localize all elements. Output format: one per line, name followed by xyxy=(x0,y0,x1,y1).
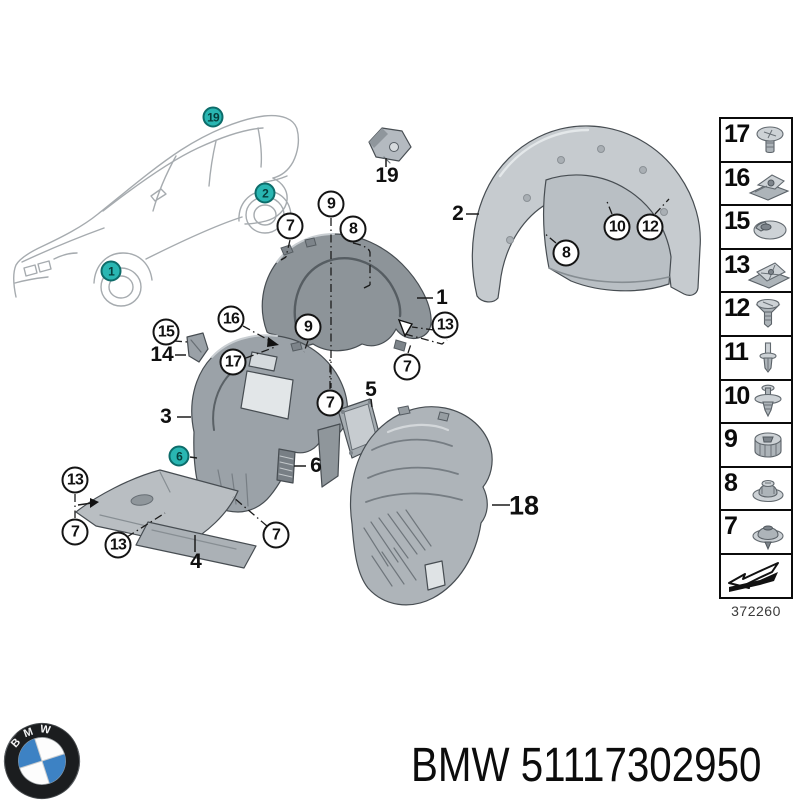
legend-cell-11[interactable]: 11 xyxy=(719,334,793,381)
legend-number: 13 xyxy=(724,250,750,279)
legend-number: 11 xyxy=(724,337,749,366)
expansion-rivet-icon xyxy=(759,342,777,373)
flange-rivet-icon xyxy=(754,384,782,418)
callout-circle-7c[interactable]: 7 xyxy=(316,389,344,417)
legend-number: 15 xyxy=(724,207,750,236)
legend-number: 17 xyxy=(724,120,750,148)
leader-lines xyxy=(74,158,670,552)
part-label-3[interactable]: 3 xyxy=(160,405,172,428)
callout-circle-1[interactable]: 1 xyxy=(100,260,122,282)
barrel-grommet-nut-icon xyxy=(754,432,782,458)
countersunk-screw-icon xyxy=(755,298,781,328)
callout-circle-13b[interactable]: 13 xyxy=(61,466,89,494)
plastic-nut-washer-icon xyxy=(752,480,784,503)
callout-circle-2[interactable]: 2 xyxy=(254,182,276,204)
part-14-bracket xyxy=(186,332,209,363)
callout-circle-6[interactable]: 6 xyxy=(168,445,190,467)
callout-circle-13c[interactable]: 13 xyxy=(104,531,132,559)
callout-circle-17[interactable]: 17 xyxy=(219,348,247,376)
callout-circle-13a[interactable]: 13 xyxy=(431,311,459,339)
legend-cell-17[interactable]: 17 xyxy=(719,117,793,163)
legend-cell-10[interactable]: 10 xyxy=(719,378,793,425)
legend-cell-8[interactable]: 8 xyxy=(719,465,793,512)
bmw-logo: BMW xyxy=(4,721,80,799)
part-label-19[interactable]: 19 xyxy=(375,164,399,187)
part-18-front-liner-section xyxy=(349,405,493,606)
part-label-2[interactable]: 2 xyxy=(452,202,464,225)
part-label-6[interactable]: 6 xyxy=(310,454,322,477)
legend-cell-15[interactable]: 15 xyxy=(719,204,793,250)
legend-cell-arrow[interactable] xyxy=(719,552,793,599)
callout-circle-12[interactable]: 12 xyxy=(636,213,664,241)
direction-arrow-icon xyxy=(728,561,779,592)
part-label-4[interactable]: 4 xyxy=(190,550,202,573)
part-19-bracket xyxy=(368,127,412,164)
legend-cell-16[interactable]: 16 xyxy=(719,160,793,207)
part-label-5[interactable]: 5 xyxy=(365,378,377,401)
callout-circle-8a[interactable]: 8 xyxy=(339,215,367,243)
part-6-grille-insert xyxy=(276,448,296,484)
legend-cell-7[interactable]: 7 xyxy=(719,509,793,555)
part-label-1[interactable]: 1 xyxy=(436,286,448,309)
part-4-underbody-panel xyxy=(75,469,257,569)
cage-nut-clip-icon xyxy=(747,262,791,289)
callout-circle-10[interactable]: 10 xyxy=(603,213,631,241)
wheel-arch-liner-diagram xyxy=(13,114,701,606)
legend-number: 8 xyxy=(724,468,738,497)
callout-circle-7d[interactable]: 7 xyxy=(61,518,89,546)
push-clip-icon xyxy=(752,525,784,551)
car-outline-sketch xyxy=(13,114,300,307)
oval-plate-nut-icon xyxy=(753,220,787,240)
callout-circle-15[interactable]: 15 xyxy=(152,318,180,346)
speed-nut-clip-icon xyxy=(748,174,790,201)
part-3-front-liner xyxy=(191,334,349,513)
hardware-legend: 17 16 15 13 xyxy=(719,117,793,619)
legend-number: 9 xyxy=(724,425,738,454)
callout-circle-16[interactable]: 16 xyxy=(217,305,245,333)
callout-circle-9b[interactable]: 9 xyxy=(294,313,322,341)
callout-circle-8b[interactable]: 8 xyxy=(552,239,580,267)
legend-number: 10 xyxy=(724,381,750,410)
callout-circle-7a[interactable]: 7 xyxy=(276,212,304,240)
part-2-rear-arch-liner xyxy=(471,125,701,303)
part-label-14[interactable]: 14 xyxy=(150,343,174,366)
drawing-number: 372260 xyxy=(731,602,781,619)
legend-number: 16 xyxy=(724,163,750,192)
legend-number: 7 xyxy=(724,512,738,541)
legend-cell-9[interactable]: 9 xyxy=(719,422,793,468)
round-head-screw-icon xyxy=(756,126,784,153)
callout-circle-19[interactable]: 19 xyxy=(202,106,224,128)
legend-cell-13[interactable]: 13 xyxy=(719,247,793,294)
part-number-caption: BMW 51117302950 xyxy=(411,739,762,792)
legend-cell-12[interactable]: 12 xyxy=(719,291,793,337)
legend-number: 12 xyxy=(724,294,750,323)
callout-circle-7e[interactable]: 7 xyxy=(262,521,290,549)
callout-circle-7b[interactable]: 7 xyxy=(393,353,421,381)
part-label-18[interactable]: 18 xyxy=(508,490,540,521)
callout-circle-9a[interactable]: 9 xyxy=(317,190,345,218)
